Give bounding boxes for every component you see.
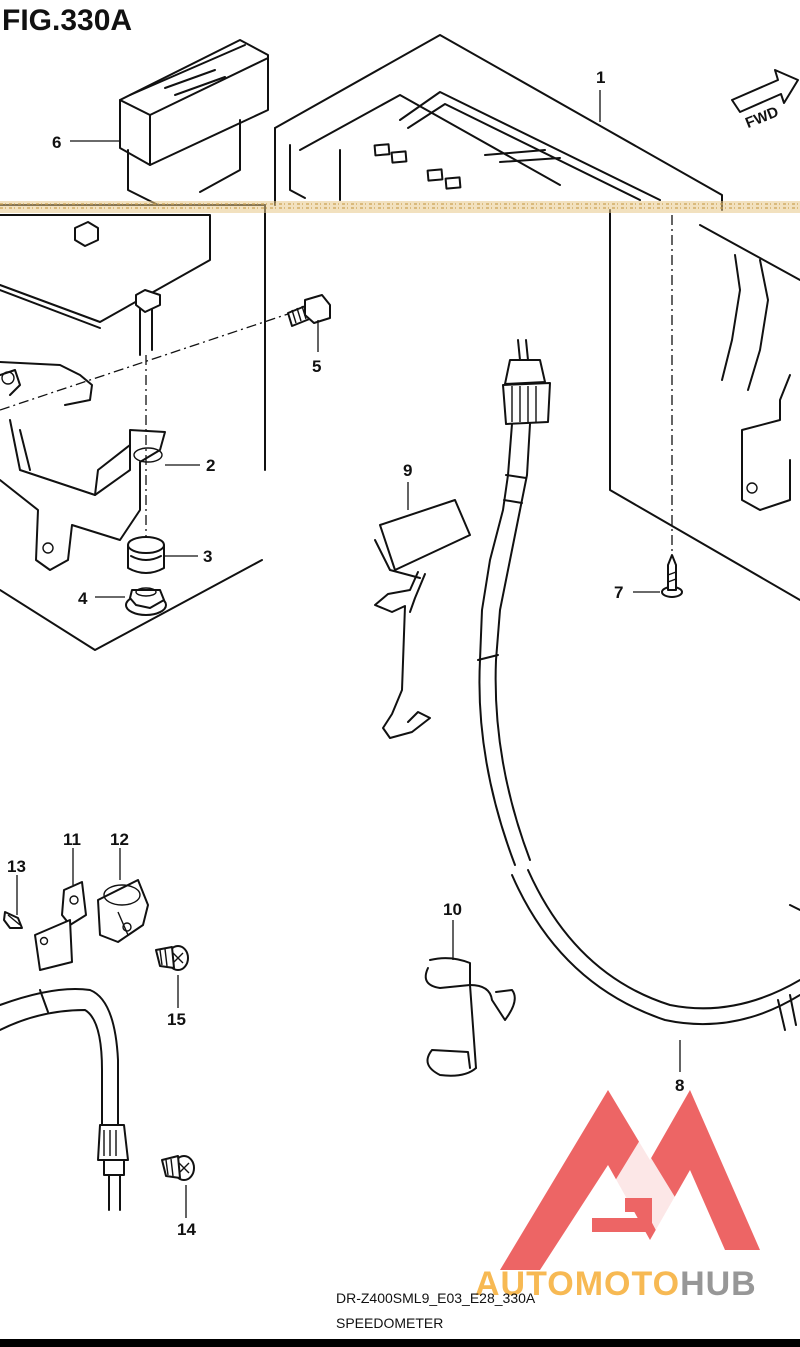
callout-12: 12 xyxy=(110,830,129,849)
cable-clamp-drawing xyxy=(424,957,516,1077)
callout-9: 9 xyxy=(403,461,412,480)
leader-lines xyxy=(16,90,681,1218)
speedometer-assembly-drawing xyxy=(274,34,800,601)
model-code: DR-Z400SML9_E03_E28_330A xyxy=(336,1290,536,1306)
forward-arrow-icon: FWD xyxy=(731,69,799,132)
meter-bracket-drawing xyxy=(0,361,166,571)
callout-6: 6 xyxy=(52,133,61,152)
callout-8: 8 xyxy=(675,1076,684,1095)
section-name: SPEEDOMETER xyxy=(336,1315,443,1331)
phillips-screw-drawing xyxy=(155,945,189,971)
callout-11: 11 xyxy=(63,830,81,849)
callout-5: 5 xyxy=(312,357,321,376)
callout-4: 4 xyxy=(78,589,88,608)
rubber-grommet-drawing xyxy=(127,536,165,574)
bolt-drawing xyxy=(287,294,331,327)
watermark-automoto: AUTOMOTO xyxy=(475,1265,680,1303)
bracket-plate-drawing xyxy=(34,881,87,971)
callout-13: 13 xyxy=(7,857,26,876)
callout-10: 10 xyxy=(443,900,462,919)
small-screw-drawing xyxy=(3,911,23,929)
figure-title: FIG.330A xyxy=(2,4,132,37)
callout-1: 1 xyxy=(596,68,605,87)
cable-guide-drawing xyxy=(374,499,471,739)
sensor-cable-drawing xyxy=(0,988,129,1211)
watermark-text-auto: AUTOMOTOHUB xyxy=(475,1265,757,1303)
callout-7: 7 xyxy=(614,583,623,602)
bottom-border xyxy=(0,1339,800,1347)
speedometer-cable-drawing xyxy=(477,339,800,1031)
callout-2: 2 xyxy=(206,456,215,475)
callout-3: 3 xyxy=(203,547,212,566)
callout-15: 15 xyxy=(167,1010,186,1029)
callout-labels: 1 2 3 4 5 6 7 8 9 10 11 12 13 14 15 xyxy=(7,68,684,1239)
phillips-screw-2-drawing xyxy=(161,1155,195,1181)
scan-noise-band xyxy=(0,201,800,213)
callout-14: 14 xyxy=(177,1220,196,1239)
tapping-screw-drawing xyxy=(661,554,683,598)
watermark-hub: HUB xyxy=(680,1265,757,1303)
hose-clamp-drawing xyxy=(97,879,149,943)
watermark-logo: AUTOMOTOHUB xyxy=(475,1090,760,1303)
flange-nut-drawing xyxy=(125,587,167,616)
